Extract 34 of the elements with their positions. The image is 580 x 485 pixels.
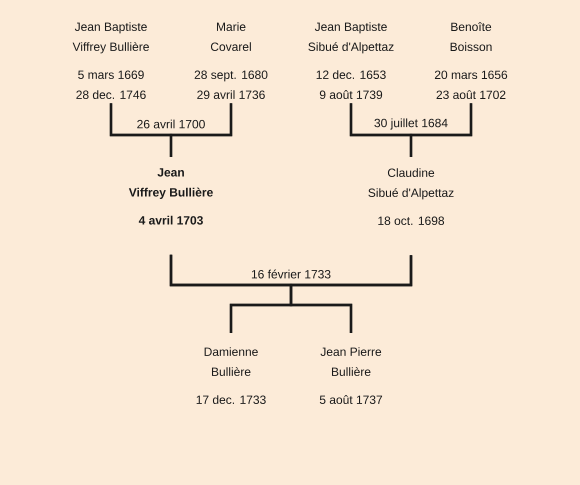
person-name: Jean: [158, 168, 184, 177]
death-date: 28 dec. 1746: [76, 90, 146, 99]
birth-date: 5 mars 1669: [78, 70, 144, 79]
birth-date: 17 dec. 1733: [196, 395, 266, 404]
person-name: Marie: [217, 22, 246, 31]
person-name: Claudine: [388, 168, 434, 177]
person-name: Viffrey Bullière: [128, 188, 213, 199]
birth-date: 12 dec. 1653: [316, 70, 386, 79]
descent-line: [290, 255, 412, 333]
death-date: 29 avril 1736: [197, 90, 265, 99]
person-name: Bullière: [212, 367, 250, 376]
person-name: Bullière: [332, 367, 370, 376]
person-name: Sibué d'Alpettaz: [308, 42, 394, 54]
birth-date: 28 sept. 1680: [194, 70, 268, 82]
person-name: Sibué d'Alpettaz: [368, 188, 454, 200]
person-name: Covarel: [210, 42, 251, 51]
birth-date: 4 avril 1703: [138, 216, 203, 225]
birth-date: 20 mars 1656: [434, 70, 508, 80]
person-name: Jean Pierre: [320, 347, 382, 356]
edge-label: 30 juillet 1684: [372, 117, 450, 131]
death-date: 23 août 1702: [436, 90, 506, 100]
birth-date: 18 oct. 1698: [378, 216, 444, 225]
person-name: Viffrey Bullière: [72, 42, 149, 54]
person-name: Benoîte: [451, 22, 492, 32]
person-name: Jean Baptiste: [314, 22, 387, 34]
person-name: Boisson: [450, 42, 492, 52]
birth-date: 5 août 1737: [320, 395, 382, 404]
descent-line: [410, 103, 472, 157]
descent-line: [170, 103, 232, 157]
edge-label: 16 février 1733: [250, 268, 332, 280]
edge-label: 26 avril 1700: [136, 118, 206, 130]
death-date: 9 août 1739: [320, 90, 382, 99]
person-name: Damienne: [204, 347, 258, 356]
person-name: Jean Baptiste: [74, 22, 147, 34]
